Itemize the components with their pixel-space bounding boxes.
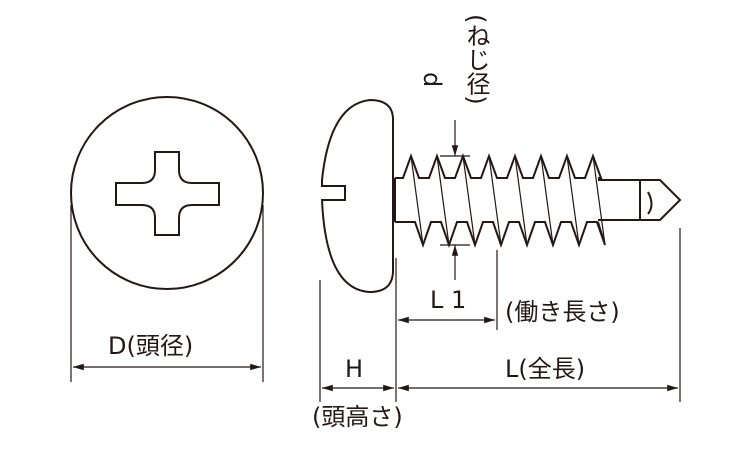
thread-helix-lines <box>410 155 606 246</box>
h-label: H <box>345 355 364 383</box>
thread-diameter-label: (ねじ径) <box>462 14 490 105</box>
phillips-cross-icon <box>115 151 220 236</box>
l1-label: L 1 <box>430 286 467 314</box>
d-label: d <box>418 72 446 88</box>
dimension-lines <box>319 120 681 402</box>
total-length-label: L(全長) <box>505 355 586 383</box>
head-front-view <box>70 96 264 290</box>
drill-point <box>598 179 682 221</box>
head-diameter-dimension <box>70 205 264 382</box>
head-side-view <box>320 98 394 294</box>
head-height-label: (頭高さ) <box>312 403 403 431</box>
head-diameter-label: D(頭径) <box>108 332 194 360</box>
working-length-label: (働き長さ) <box>505 298 620 326</box>
